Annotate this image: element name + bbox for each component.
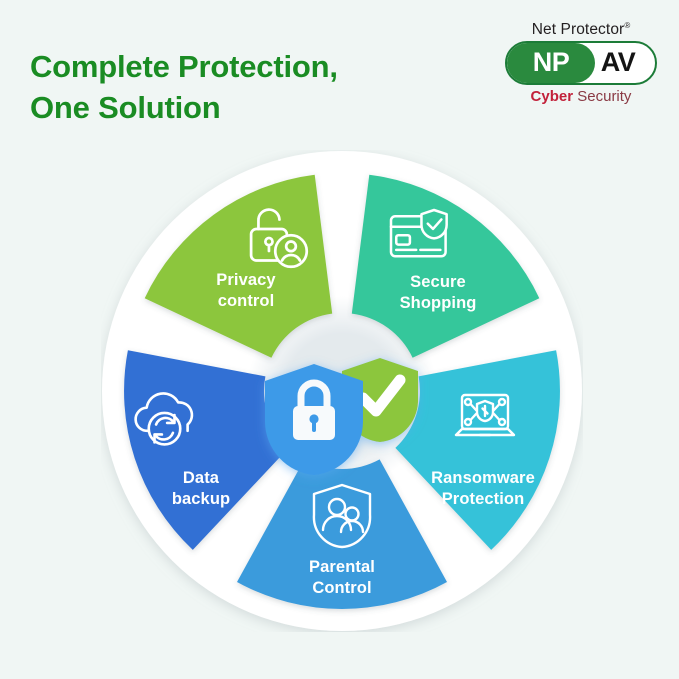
secure-shopping-label-line1: Secure (410, 273, 466, 291)
ransomware-protection-label-line2: Protection (442, 490, 525, 508)
data-backup-label-line2: backup (172, 490, 230, 508)
segment-privacy-control-wedge (144, 174, 333, 358)
secure-shopping-label-line2: Shopping (400, 294, 477, 312)
segment-data-backup[interactable] (124, 350, 289, 550)
segment-secure-shopping-wedge (351, 174, 540, 358)
tagline-security: Security (577, 87, 632, 105)
data-backup-label-line1: Data (183, 469, 220, 487)
brand-logo: Net Protector® NP AV Cyber Security (501, 22, 661, 104)
brand-tagline: Cyber Security (501, 89, 661, 104)
segment-privacy-control[interactable] (144, 174, 333, 358)
segment-secure-shopping[interactable] (351, 174, 540, 358)
privacy-control-label-line1: Privacy (216, 271, 276, 289)
page-title: Complete Protection, One Solution (30, 49, 338, 126)
data-backup-icon (134, 392, 194, 446)
brand-name-text: Net Protector (531, 21, 625, 39)
logo-pill: NP AV (505, 40, 657, 85)
tagline-cyber: Cyber (530, 87, 574, 105)
segment-data-backup-wedge (124, 350, 289, 550)
parental-control-label-line1: Parental (309, 558, 375, 576)
center-shield-group (265, 358, 418, 475)
protection-wheel: Privacy control Secure Shopping (101, 150, 583, 632)
privacy-control-icon (249, 208, 309, 269)
logo-av-text: AV (600, 46, 636, 77)
logo-pill-green-fill (507, 42, 595, 83)
segment-parental-control-wedge (237, 459, 447, 609)
ransomware-protection-icon (454, 393, 516, 437)
brand-name: Net Protector® (501, 22, 661, 38)
privacy-control-label-line2: control (218, 292, 275, 310)
parental-control-icon (312, 483, 372, 549)
parental-control-label-line2: Control (312, 579, 371, 597)
logo-np-text: NP (532, 46, 570, 77)
segment-ransomware-protection[interactable] (395, 350, 560, 550)
registered-trademark-icon: ® (624, 21, 631, 30)
shield-lock-icon (265, 364, 363, 475)
secure-shopping-icon (389, 208, 448, 258)
segment-parental-control[interactable] (237, 459, 447, 609)
ransomware-protection-label-line1: Ransomware (431, 469, 535, 487)
segment-ransomware-protection-wedge (395, 350, 560, 550)
